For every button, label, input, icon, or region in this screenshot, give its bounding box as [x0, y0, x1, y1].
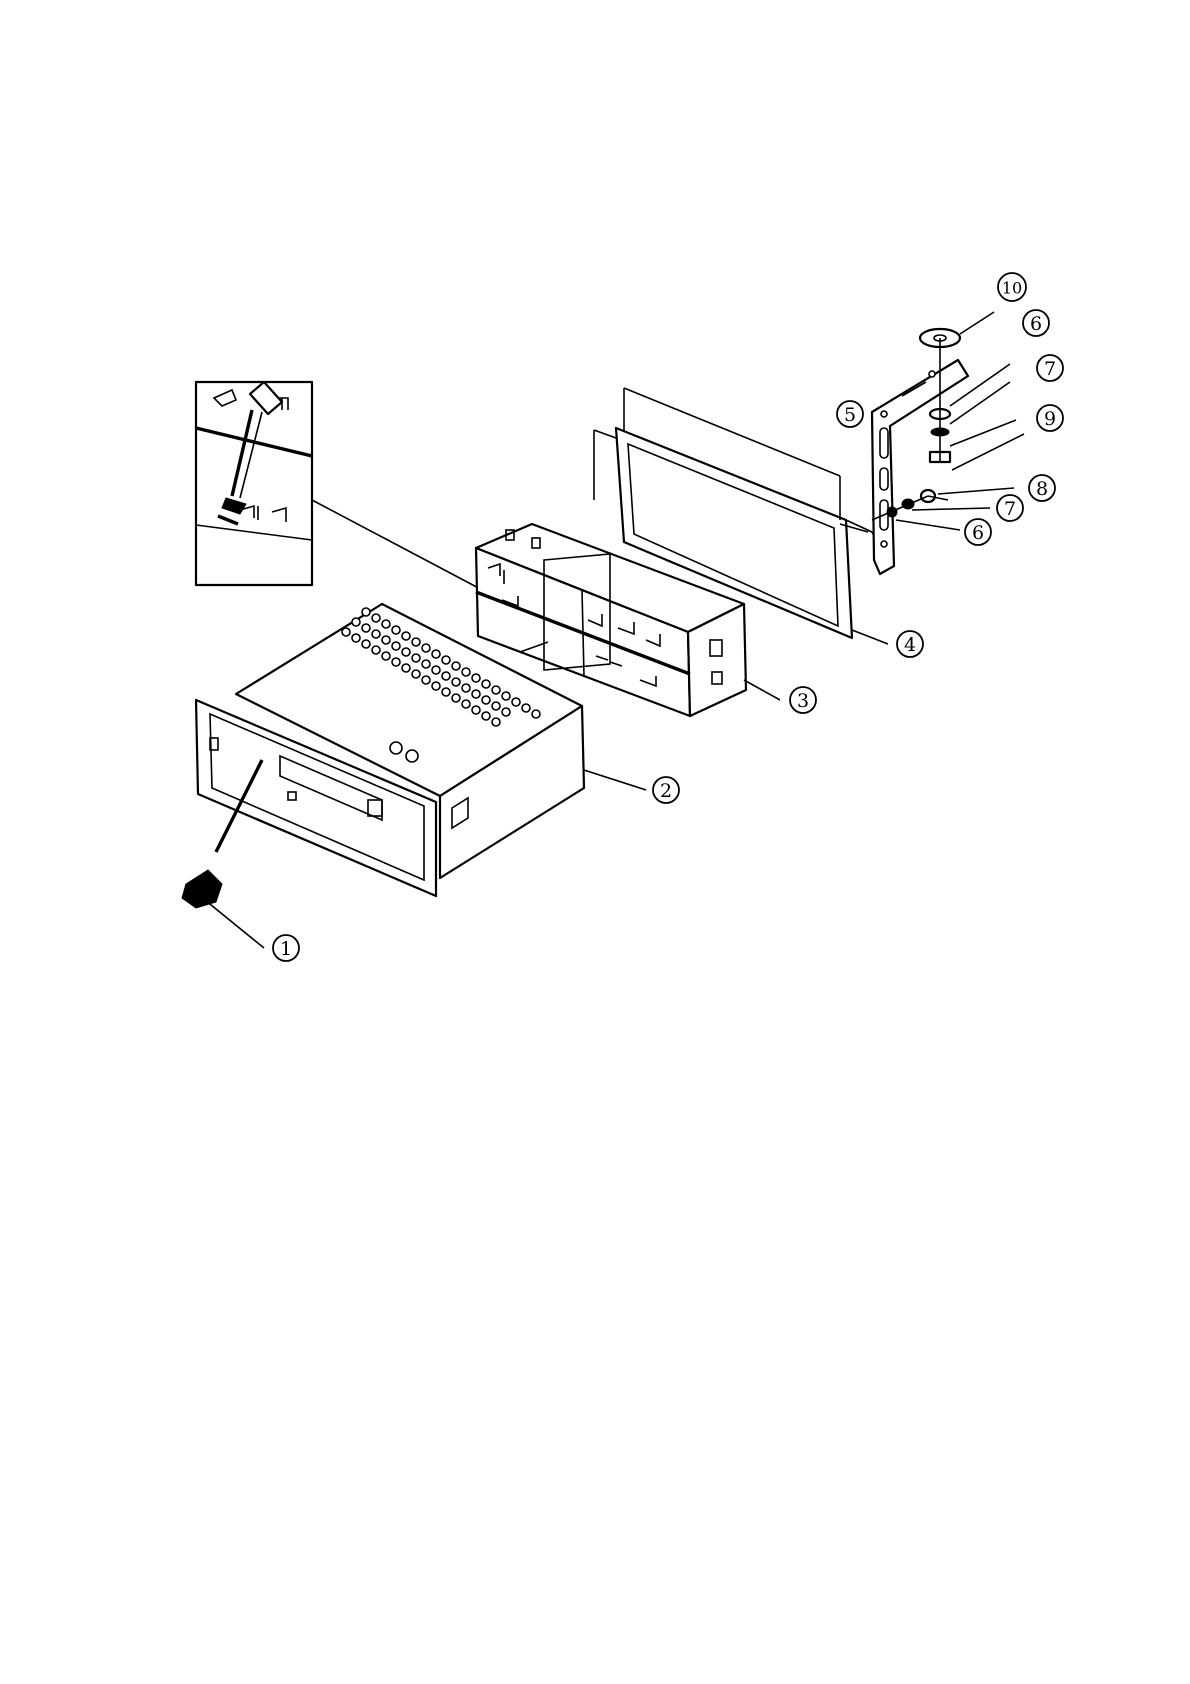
rear-bracket [840, 360, 968, 574]
svg-text:2: 2 [660, 780, 672, 802]
svg-text:8: 8 [1036, 478, 1048, 500]
callout-rear-bracket: 5 [837, 401, 863, 427]
svg-text:7: 7 [1004, 498, 1016, 520]
callout-washer-upper: 6 [1023, 310, 1049, 336]
callout-mounting-sleeve: 3 [790, 687, 816, 713]
callout-flat-washer: 10 [998, 273, 1026, 301]
svg-text:1: 1 [280, 938, 292, 960]
svg-text:6: 6 [1030, 313, 1042, 335]
svg-text:4: 4 [904, 634, 916, 656]
svg-text:5: 5 [844, 404, 856, 426]
svg-text:9: 9 [1044, 408, 1056, 430]
callout-nut: 9 [1037, 405, 1063, 431]
inset-detail-tab-bending [196, 382, 312, 585]
callout-washer-lower: 6 [965, 519, 991, 545]
svg-text:6: 6 [972, 522, 984, 544]
callout-spring-washer-upper: 7 [1037, 355, 1063, 381]
callout-radio-unit: 2 [653, 777, 679, 803]
callout-spring-washer-lower: 7 [997, 495, 1023, 521]
svg-text:7: 7 [1044, 358, 1056, 380]
svg-text:3: 3 [797, 690, 809, 712]
callout-screw: 8 [1029, 475, 1055, 501]
callout-release-key: 1 [273, 935, 299, 961]
svg-text:10: 10 [1002, 279, 1022, 298]
callout-trim-frame: 4 [897, 631, 923, 657]
inset-leader-line [312, 500, 488, 593]
